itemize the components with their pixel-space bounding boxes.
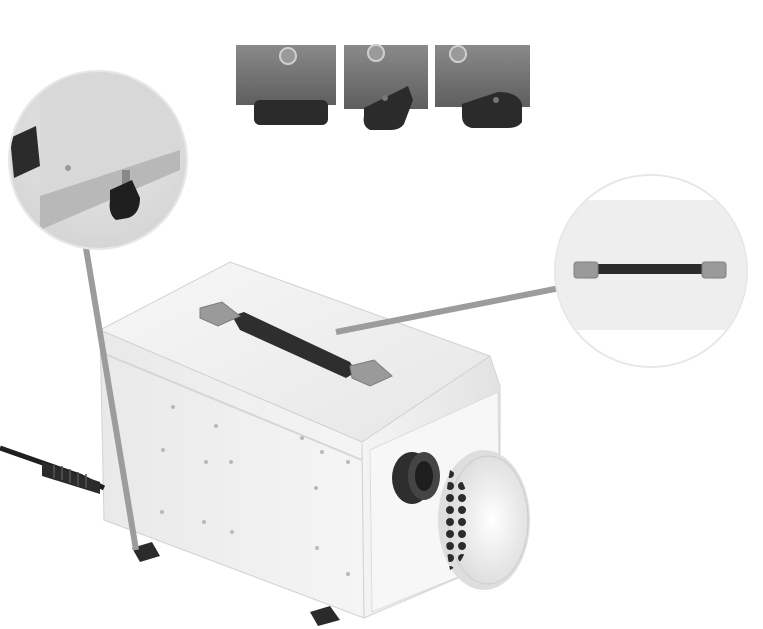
foot-thumb-2: [344, 44, 428, 133]
foot-sequence: [236, 44, 530, 133]
foot-detail-callout: [8, 70, 188, 250]
dehumidifier-body: [0, 261, 530, 626]
front-screws: [160, 405, 350, 576]
foot-callout-line: [83, 247, 139, 551]
handle-detail-callout: [554, 174, 748, 368]
carry-handle: [199, 301, 393, 387]
power-cord: [0, 445, 106, 494]
handle-callout-line: [335, 285, 561, 335]
outlet-duct: [438, 450, 530, 590]
inlet-port: [392, 452, 440, 504]
foot-thumb-3: [435, 45, 530, 133]
foot-left: [132, 542, 160, 562]
foot-thumb-1: [236, 45, 336, 133]
foot-right: [310, 606, 340, 626]
